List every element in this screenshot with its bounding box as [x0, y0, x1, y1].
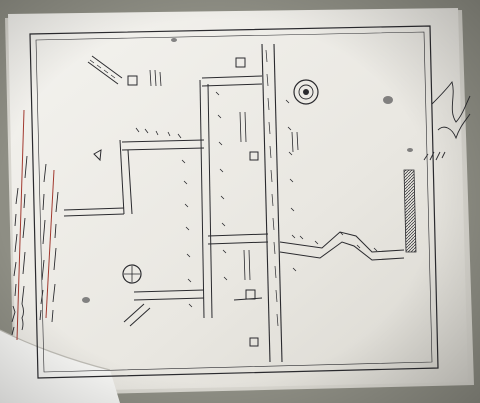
- vignette-overlay: [0, 0, 480, 403]
- photo-scene: [0, 0, 480, 403]
